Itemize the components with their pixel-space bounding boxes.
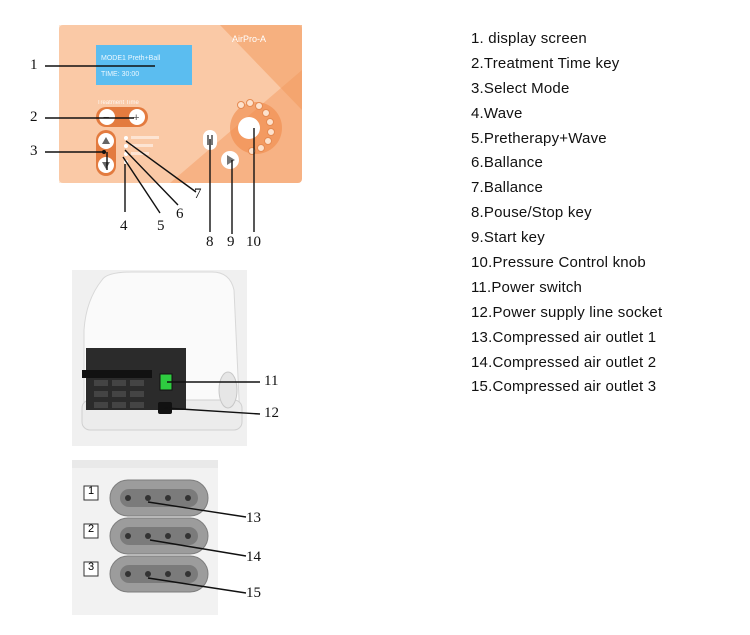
panel-accent-shape [220, 25, 302, 110]
compressed-air-outlet-2 [109, 517, 209, 555]
plus-symbol: + [133, 112, 139, 124]
compressed-air-outlet-3 [109, 555, 209, 593]
callout-1: 1 [30, 57, 38, 73]
legend-item: 2.Treatment Time key [471, 54, 620, 72]
legend-item: 10.Pressure Control knob [471, 254, 646, 272]
legend-item: 1. display screen [471, 30, 587, 47]
air-outlet-illustration [72, 460, 247, 615]
pause-bar-left [207, 135, 209, 145]
callout-11: 11 [264, 373, 279, 389]
callout-7: 7 [194, 186, 202, 202]
callout-4: 4 [120, 218, 128, 234]
outlet-box-label-2: 2 [88, 523, 95, 535]
handle-bar [82, 370, 152, 378]
callout-13: 13 [246, 510, 261, 526]
brand-label: AirPro-A [232, 34, 266, 44]
screen-line-2: TIME: 30:00 [101, 71, 139, 78]
legend-list: 1. display screen 2.Treatment Time key 3… [471, 27, 662, 400]
callout-6: 6 [176, 206, 184, 222]
callout-12: 12 [264, 405, 279, 421]
callout-8: 8 [206, 234, 214, 250]
legend-item: 3.Select Mode [471, 79, 570, 97]
screen-line-1: MODE1 Preth+Ball [101, 55, 161, 62]
vent-slots [94, 380, 144, 408]
time-plus-button[interactable] [129, 109, 145, 125]
legend-item: 4.Wave [471, 104, 523, 122]
callout-15: 15 [246, 585, 261, 601]
display-screen [96, 45, 192, 85]
callout-2: 2 [30, 109, 38, 125]
legend-item: 8.Pouse/Stop key [471, 204, 592, 222]
legend-item: 14.Compressed air outlet 2 [471, 353, 657, 371]
callout-10: 10 [246, 234, 261, 250]
callout-5: 5 [157, 218, 165, 234]
arrow-down-icon [102, 162, 110, 169]
mode-led-1 [124, 136, 128, 140]
pressure-control-knob[interactable] [238, 117, 260, 139]
outlet-callout-lines [147, 501, 247, 594]
callout-9: 9 [227, 234, 235, 250]
compressed-air-outlet-1 [109, 479, 209, 517]
pause-bar-right [211, 135, 213, 145]
legend-item: 6.Ballance [471, 154, 544, 172]
callout-lines [45, 65, 255, 234]
outlet-box-label-3: 3 [88, 561, 95, 573]
outlet-box-3 [83, 561, 99, 577]
outlet-box-label-1: 1 [88, 485, 95, 497]
mode-text-mark-1 [131, 136, 159, 139]
outlet-box-2 [83, 523, 99, 539]
callout-3: 3 [30, 143, 38, 159]
control-panel-illustration: AirPro-A MODE1 Preth+Ball TIME: 30:00 Tr… [45, 25, 302, 234]
device-callout-lines [164, 381, 261, 415]
time-minus-button[interactable] [99, 109, 115, 125]
mode-text-mark-3 [131, 152, 149, 155]
pressure-level-leds [237, 99, 275, 155]
mode-led-2 [124, 144, 128, 148]
treatment-time-label: Treatment Time [97, 100, 139, 106]
legend-item: 13.Compressed air outlet 1 [471, 328, 657, 346]
legend-item: 9.Start key [471, 229, 545, 247]
play-icon [227, 155, 235, 165]
legend-item: 11.Power switch [471, 278, 583, 296]
side-knob [218, 371, 238, 409]
legend-item: 5.Pretherapy+Wave [471, 129, 607, 147]
device-back-illustration [72, 270, 261, 446]
outlet-box-1 [83, 485, 99, 501]
legend-item: 15.Compressed air outlet 3 [471, 378, 657, 396]
callout-dot-3 [102, 150, 106, 154]
legend-item: 7.Ballance [471, 179, 544, 197]
mode-text-mark-2 [131, 144, 153, 147]
arrow-up-icon [102, 137, 110, 144]
legend-item: 12.Power supply line socket [471, 303, 663, 321]
callout-14: 14 [246, 549, 261, 565]
